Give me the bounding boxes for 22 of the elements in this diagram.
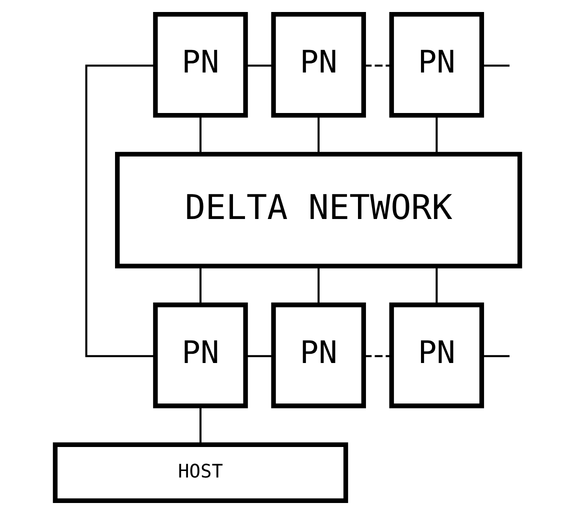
node-box: PN xyxy=(270,12,366,118)
connector xyxy=(435,266,438,305)
connector xyxy=(198,406,201,445)
connector xyxy=(363,355,391,358)
connector xyxy=(198,266,201,305)
node-box: HOST xyxy=(52,442,348,503)
connector xyxy=(482,355,510,358)
node-box: PN xyxy=(270,302,366,408)
node-box: PN xyxy=(152,302,248,408)
node-box: PN xyxy=(388,302,484,408)
connector xyxy=(198,116,201,154)
node-box: PN xyxy=(152,12,248,118)
connector xyxy=(245,355,273,358)
node-box: DELTA NETWORK xyxy=(114,152,522,268)
connector xyxy=(363,64,391,67)
connector xyxy=(317,266,320,305)
connector xyxy=(317,116,320,154)
connector xyxy=(435,116,438,154)
connector xyxy=(245,64,273,67)
connector xyxy=(84,64,155,358)
connector xyxy=(482,64,510,67)
node-box: PN xyxy=(388,12,484,118)
